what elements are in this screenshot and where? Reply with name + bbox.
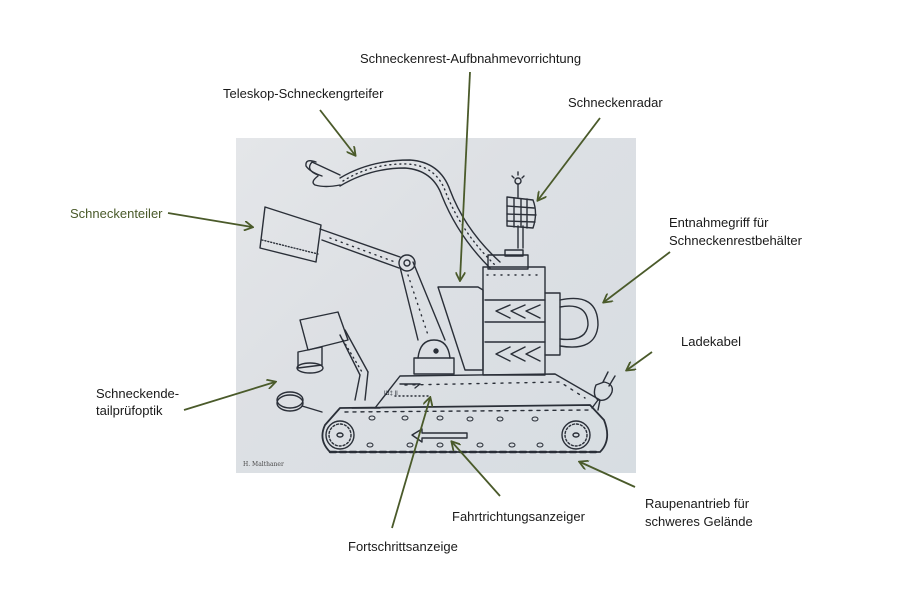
handle bbox=[559, 297, 599, 348]
arrow-teleskop bbox=[319, 109, 355, 155]
arrow-radar bbox=[538, 117, 601, 200]
plug bbox=[591, 371, 616, 409]
detail-optic bbox=[276, 311, 369, 413]
arrow-fortschritt bbox=[391, 398, 430, 529]
label-raupenantrieb-1: Raupenantrieb für bbox=[645, 496, 750, 511]
arrow-raupen bbox=[580, 462, 636, 488]
arm-joint bbox=[398, 254, 416, 272]
label-schneckenradar: Schneckenradar bbox=[568, 95, 663, 110]
arm-upper bbox=[319, 228, 401, 269]
svg-text:Ш‡ II: Ш‡ II bbox=[384, 391, 398, 397]
cleaver bbox=[259, 206, 322, 263]
label-detailpruefoptik-2: tailprüfoptik bbox=[96, 403, 163, 418]
label-entnahmegriff-1: Entnahmegriff für bbox=[669, 215, 769, 230]
label-fahrtrichtungsanzeiger: Fahrtrichtungsanzeiger bbox=[452, 509, 585, 524]
arrow-teiler bbox=[167, 212, 252, 227]
telescope-hose bbox=[305, 159, 501, 269]
label-raupenantrieb-2: schweres Gelände bbox=[645, 514, 753, 529]
radar bbox=[506, 171, 537, 249]
arrow-aufnahme bbox=[460, 71, 471, 280]
label-detailpruefoptik-1: Schneckende- bbox=[96, 386, 180, 401]
label-entnahmegriff-2: Schneckenrestbehälter bbox=[669, 233, 802, 248]
label-ladekabel: Ladekabel bbox=[681, 334, 741, 349]
label-aufnahmevorrichtung: Schneckenrest-Aufbnahmevorrichtung bbox=[360, 51, 582, 66]
arrow-entnahme bbox=[604, 251, 671, 302]
artist-signature: H. Malthaner bbox=[243, 461, 284, 468]
track-wheel-right bbox=[561, 420, 591, 450]
arrow-detail bbox=[183, 382, 275, 411]
label-schneckenteiler: Schneckenteiler bbox=[70, 206, 163, 221]
direction-indicator bbox=[411, 428, 468, 443]
arm-base bbox=[413, 339, 455, 375]
tower bbox=[482, 249, 599, 376]
arm-lower bbox=[399, 261, 446, 341]
label-fortschrittsanzeige: Fortschrittsanzeige bbox=[348, 539, 458, 554]
scoop bbox=[437, 286, 484, 371]
arrow-fahrt bbox=[452, 442, 501, 497]
arrow-ladekabel bbox=[627, 351, 653, 370]
crawler-track bbox=[321, 404, 609, 454]
label-teleskop-greifer: Teleskop-Schneckengrteifer bbox=[223, 86, 384, 101]
track-wheel-left bbox=[325, 420, 355, 450]
